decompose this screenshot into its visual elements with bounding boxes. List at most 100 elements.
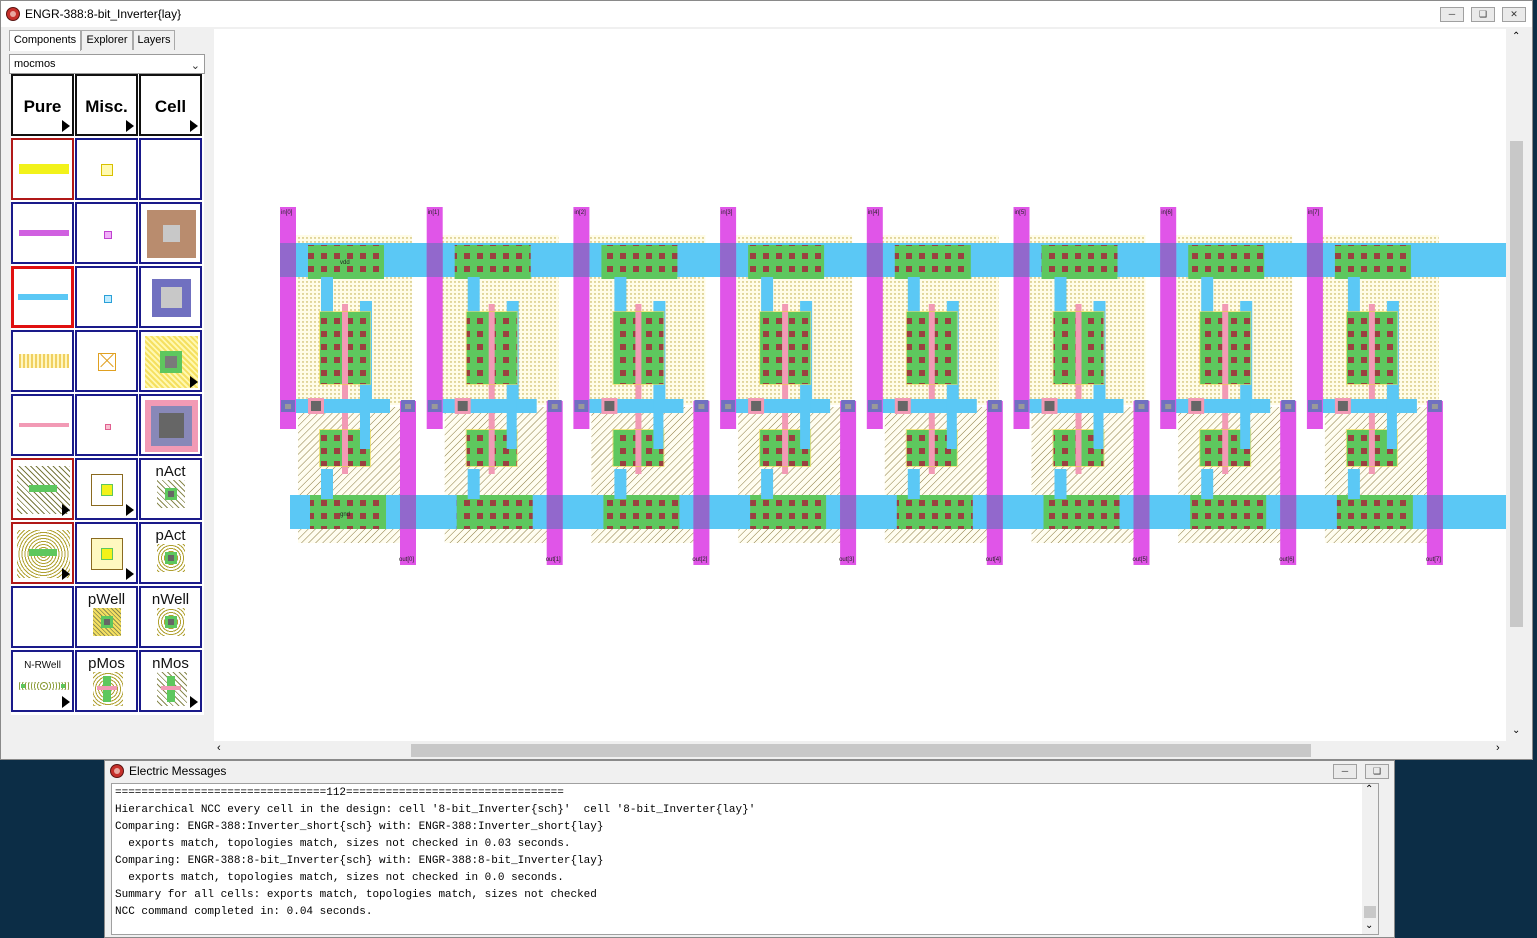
node-poly-contact[interactable] (139, 394, 202, 456)
node-metal2-pin[interactable] (75, 202, 138, 264)
scroll-down-icon[interactable]: ⌄ (1512, 725, 1521, 736)
electric-app-icon (110, 764, 124, 778)
poly-gate (342, 304, 348, 474)
node-active-pin[interactable] (75, 330, 138, 392)
layout-canvas[interactable]: in[0]out[0]in[1]out[1]in[2]out[2]in[3]ou… (214, 29, 1520, 741)
vertical-scroll-thumb[interactable] (1510, 141, 1523, 627)
poly-gate (1368, 304, 1375, 474)
scroll-up-icon[interactable]: ⌃ (1365, 784, 1374, 795)
arc-polysilicon-yellow[interactable] (11, 138, 74, 200)
node-pwell-pin[interactable] (75, 522, 138, 584)
arc-pactive[interactable] (11, 522, 74, 584)
horizontal-scroll-thumb[interactable] (411, 744, 1311, 757)
output-port-label: out[3] (839, 557, 854, 563)
scroll-down-icon[interactable]: ⌄ (1365, 920, 1374, 931)
node-pwell[interactable]: pWell (75, 586, 138, 648)
restore-button[interactable]: ❑ (1471, 7, 1495, 22)
node-via1[interactable] (139, 266, 202, 328)
arc-poly-pink[interactable] (11, 394, 74, 456)
metal2-cross-gnd (693, 495, 710, 529)
messages-restore-button[interactable]: ❑ (1365, 764, 1389, 779)
vdd-contact-strip (748, 245, 825, 279)
messages-window: Electric Messages ─ ❑ ==================… (104, 760, 1395, 938)
metal1-out-stub (653, 399, 664, 449)
vdd-label: vdd (340, 260, 350, 266)
metal1-out-stub (506, 399, 517, 449)
arc-active-dotted[interactable] (11, 330, 74, 392)
gnd-contact-strip (1043, 495, 1120, 529)
metal1-horizontal (1316, 399, 1417, 413)
arc-metal1-selected[interactable] (11, 266, 74, 328)
messages-text-area[interactable]: ================================112=====… (111, 783, 1379, 935)
tab-explorer[interactable]: Explorer (81, 30, 133, 50)
metal2-cross-gnd (1133, 495, 1150, 529)
scroll-left-icon[interactable]: ‹ (217, 742, 221, 754)
node-nact[interactable]: nAct (139, 458, 202, 520)
node-nrwell[interactable]: N-RWell (11, 650, 74, 712)
scroll-up-icon[interactable]: ⌃ (1512, 31, 1521, 42)
component-palette: Pure Misc. Cell (11, 74, 204, 715)
minimize-button[interactable]: ─ (1440, 7, 1464, 22)
metal1-horizontal (1170, 399, 1271, 413)
technology-value: mocmos (14, 58, 56, 70)
nmos-gate (488, 430, 495, 466)
nmos-gate (1075, 430, 1082, 466)
expand-arrow-icon (62, 568, 70, 580)
messages-scrollbar[interactable]: ⌃ ⌄ (1362, 784, 1378, 934)
metal2-cross-vdd (1306, 243, 1323, 277)
main-window: ENGR-388:8-bit_Inverter{lay} ─ ❑ ✕ Compo… (0, 0, 1533, 760)
electric-app-icon (6, 7, 20, 21)
node-pmos[interactable]: pMos (75, 650, 138, 712)
poly-contact-cut (1337, 401, 1348, 411)
close-button[interactable]: ✕ (1502, 7, 1526, 22)
palette-header-cell[interactable]: Cell (139, 74, 202, 136)
node-nwell[interactable]: nWell (139, 586, 202, 648)
poly-contact-cut (897, 401, 908, 411)
input-via-cut (1165, 404, 1172, 409)
node-poly-pin[interactable] (75, 394, 138, 456)
output-metal2 (1133, 401, 1150, 565)
output-port-label: out[4] (986, 557, 1001, 563)
input-metal2 (720, 207, 737, 429)
arc-metal2[interactable] (11, 202, 74, 264)
pmos-gate (782, 312, 789, 384)
tab-components[interactable]: Components (9, 30, 81, 51)
title-bar: ENGR-388:8-bit_Inverter{lay} ─ ❑ ✕ (1, 1, 1532, 27)
input-port-label: in[4] (868, 210, 880, 216)
metal2-cross-gnd (840, 495, 857, 529)
poly-contact-cut (604, 401, 615, 411)
palette-header-pure[interactable]: Pure (11, 74, 74, 136)
nmos-gate (1222, 430, 1229, 466)
arc-nactive[interactable] (11, 458, 74, 520)
node-transistor-pin[interactable] (75, 458, 138, 520)
vdd-contact-strip (894, 245, 971, 279)
output-metal2 (546, 401, 563, 565)
metal1-drain (321, 277, 333, 317)
messages-minimize-button[interactable]: ─ (1333, 764, 1357, 779)
pmos-gate (488, 312, 495, 384)
palette-header-misc[interactable]: Misc. (75, 74, 138, 136)
node-contact-yellow[interactable] (75, 138, 138, 200)
output-metal2 (400, 401, 416, 565)
gnd-contact-strip (1190, 495, 1267, 529)
node-metal1-pin[interactable] (75, 266, 138, 328)
input-port-label: in[1] (428, 210, 440, 216)
node-via-brown[interactable] (139, 202, 202, 264)
output-metal2 (840, 401, 857, 565)
scroll-right-icon[interactable]: › (1496, 742, 1500, 754)
metal2-cross-gnd (1426, 495, 1443, 529)
horizontal-scrollbar[interactable]: ‹ › (214, 742, 1506, 759)
pmos-gate (928, 312, 935, 384)
technology-select[interactable]: mocmos ⌄ (9, 54, 205, 74)
messages-scroll-thumb[interactable] (1364, 906, 1376, 918)
layout-drawing[interactable]: in[0]out[0]in[1]out[1]in[2]out[2]in[3]ou… (214, 29, 1520, 741)
pmos-gate (342, 312, 348, 384)
node-well-contact[interactable] (139, 330, 202, 392)
tab-layers[interactable]: Layers (133, 30, 175, 50)
node-nmos[interactable]: nMos (139, 650, 202, 712)
expand-arrow-icon (190, 376, 198, 388)
vertical-scrollbar[interactable]: ⌃ ⌄ (1508, 29, 1525, 741)
input-metal2 (1160, 207, 1177, 429)
node-pact[interactable]: pAct (139, 522, 202, 584)
vdd-contact-strip (601, 245, 678, 279)
